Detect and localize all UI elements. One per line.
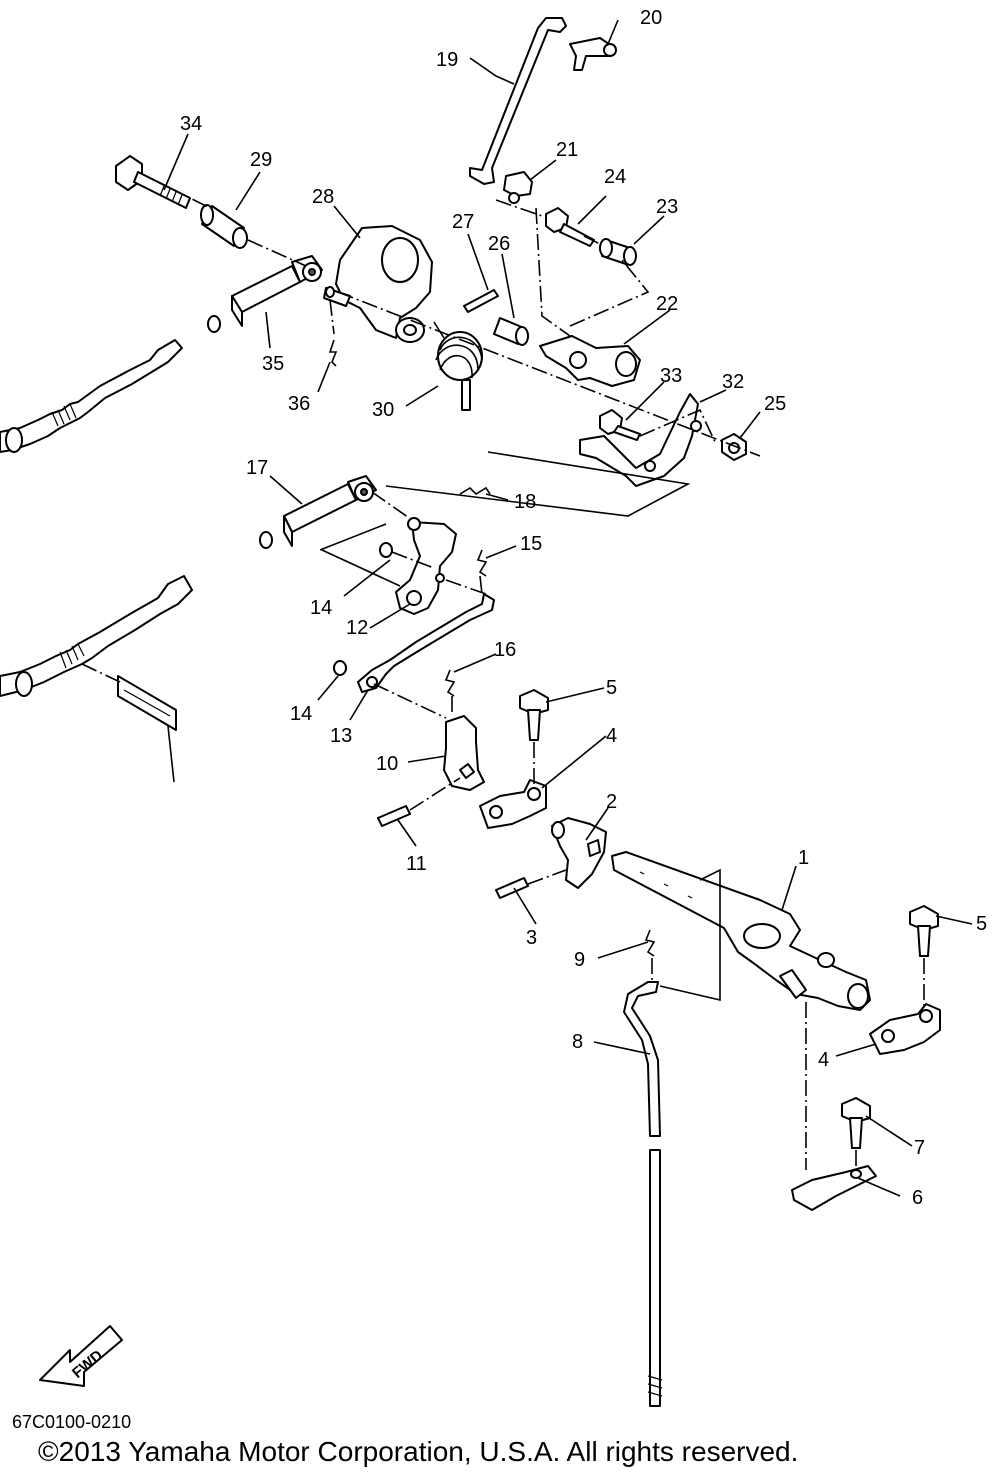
washer-14-upper [379, 542, 393, 558]
cable-joint-17 [283, 475, 377, 547]
clip-35 [328, 339, 338, 367]
callout-35: 36 [288, 393, 310, 415]
clip-15 [476, 549, 488, 577]
collar-23 [599, 238, 637, 266]
callout-29: 29 [250, 149, 272, 171]
clip-9 [644, 929, 656, 957]
callout-32: 33 [660, 365, 682, 387]
pin-3 [495, 877, 529, 899]
plate-6 [791, 1165, 877, 1211]
callout-15: 15 [520, 533, 542, 555]
callout-1: 1 [798, 847, 809, 869]
callout-26: 26 [488, 233, 510, 255]
fwd-arrow-icon: FWD [39, 1325, 123, 1387]
lever-2 [551, 817, 607, 889]
callout-labels: 20 19 21 34 29 24 28 23 27 26 22 35 33 3… [180, 7, 987, 1209]
bracket-plate-31 [579, 393, 702, 487]
lever-12 [395, 517, 457, 615]
clip-16 [444, 669, 456, 697]
callout-30: 30 [372, 399, 394, 421]
callout-6: 6 [912, 1187, 923, 1209]
callout-31: 32 [722, 371, 744, 393]
washer-14-lower [333, 660, 347, 676]
callout-23: 23 [656, 196, 678, 218]
callout-12: 12 [346, 617, 368, 639]
callout-9: 9 [574, 949, 585, 971]
callout-24: 24 [604, 166, 626, 188]
bolt-5-left [519, 689, 549, 741]
clip-21 [503, 171, 533, 204]
callout-34: 35 [262, 353, 284, 375]
lever-22 [539, 335, 641, 387]
bolt-7 [841, 1097, 871, 1149]
callout-2: 2 [606, 791, 617, 813]
callout-21: 21 [556, 139, 578, 161]
callout-4-right: 4 [818, 1049, 829, 1071]
callout-33: 34 [180, 113, 202, 135]
callout-14-upper: 14 [310, 597, 332, 619]
clamp-4-left [479, 779, 547, 829]
bolt-24 [545, 207, 595, 247]
rod-13 [357, 593, 495, 693]
label-36 [117, 675, 177, 731]
callout-5-left: 5 [606, 677, 617, 699]
lower-cable [0, 531, 273, 697]
callout-25: 25 [764, 393, 786, 415]
leader-lines [163, 19, 973, 1197]
callout-27: 27 [452, 211, 474, 233]
diagram-code: 67C0100-0210 [12, 1412, 132, 1432]
callout-17: 17 [246, 457, 268, 479]
collar-29 [200, 204, 248, 249]
assembly-lines [81, 175, 925, 1170]
callout-28: 28 [312, 186, 334, 208]
clamp-4-right [869, 1003, 941, 1055]
copyright-notice: ©2013 Yamaha Motor Corporation, U.S.A. A… [38, 1436, 799, 1467]
upper-cable [0, 315, 221, 453]
callout-18: 18 [514, 491, 536, 513]
callout-3: 3 [526, 927, 537, 949]
callout-10: 10 [376, 753, 398, 775]
link-rod-19 [469, 17, 567, 185]
shift-rod-8 [623, 981, 663, 1407]
callout-19: 19 [436, 49, 458, 71]
callout-20: 20 [640, 7, 662, 29]
shift-shaft-1 [611, 851, 871, 1011]
callout-5-right: 5 [976, 913, 987, 935]
callout-22: 22 [656, 293, 678, 315]
cable-joint-34 [231, 255, 323, 327]
callout-13: 13 [330, 725, 352, 747]
pin-11 [377, 805, 411, 827]
bolt-32 [599, 409, 641, 441]
lever-10 [443, 715, 485, 791]
bolt-33 [115, 155, 191, 209]
callout-11: 11 [406, 853, 427, 875]
callout-14-lower: 14 [290, 703, 312, 725]
spring-30 [433, 321, 483, 411]
callout-8: 8 [572, 1031, 583, 1053]
holder-20 [569, 37, 617, 71]
callout-4-left: 4 [606, 725, 617, 747]
callout-16: 16 [494, 639, 516, 661]
nut-25 [721, 433, 747, 461]
bolt-5-right [909, 905, 939, 957]
collar-26 [493, 317, 529, 346]
bracket-28 [323, 225, 433, 343]
callout-7: 7 [914, 1137, 925, 1159]
clip-18 [459, 486, 491, 496]
pin-27 [463, 289, 499, 313]
